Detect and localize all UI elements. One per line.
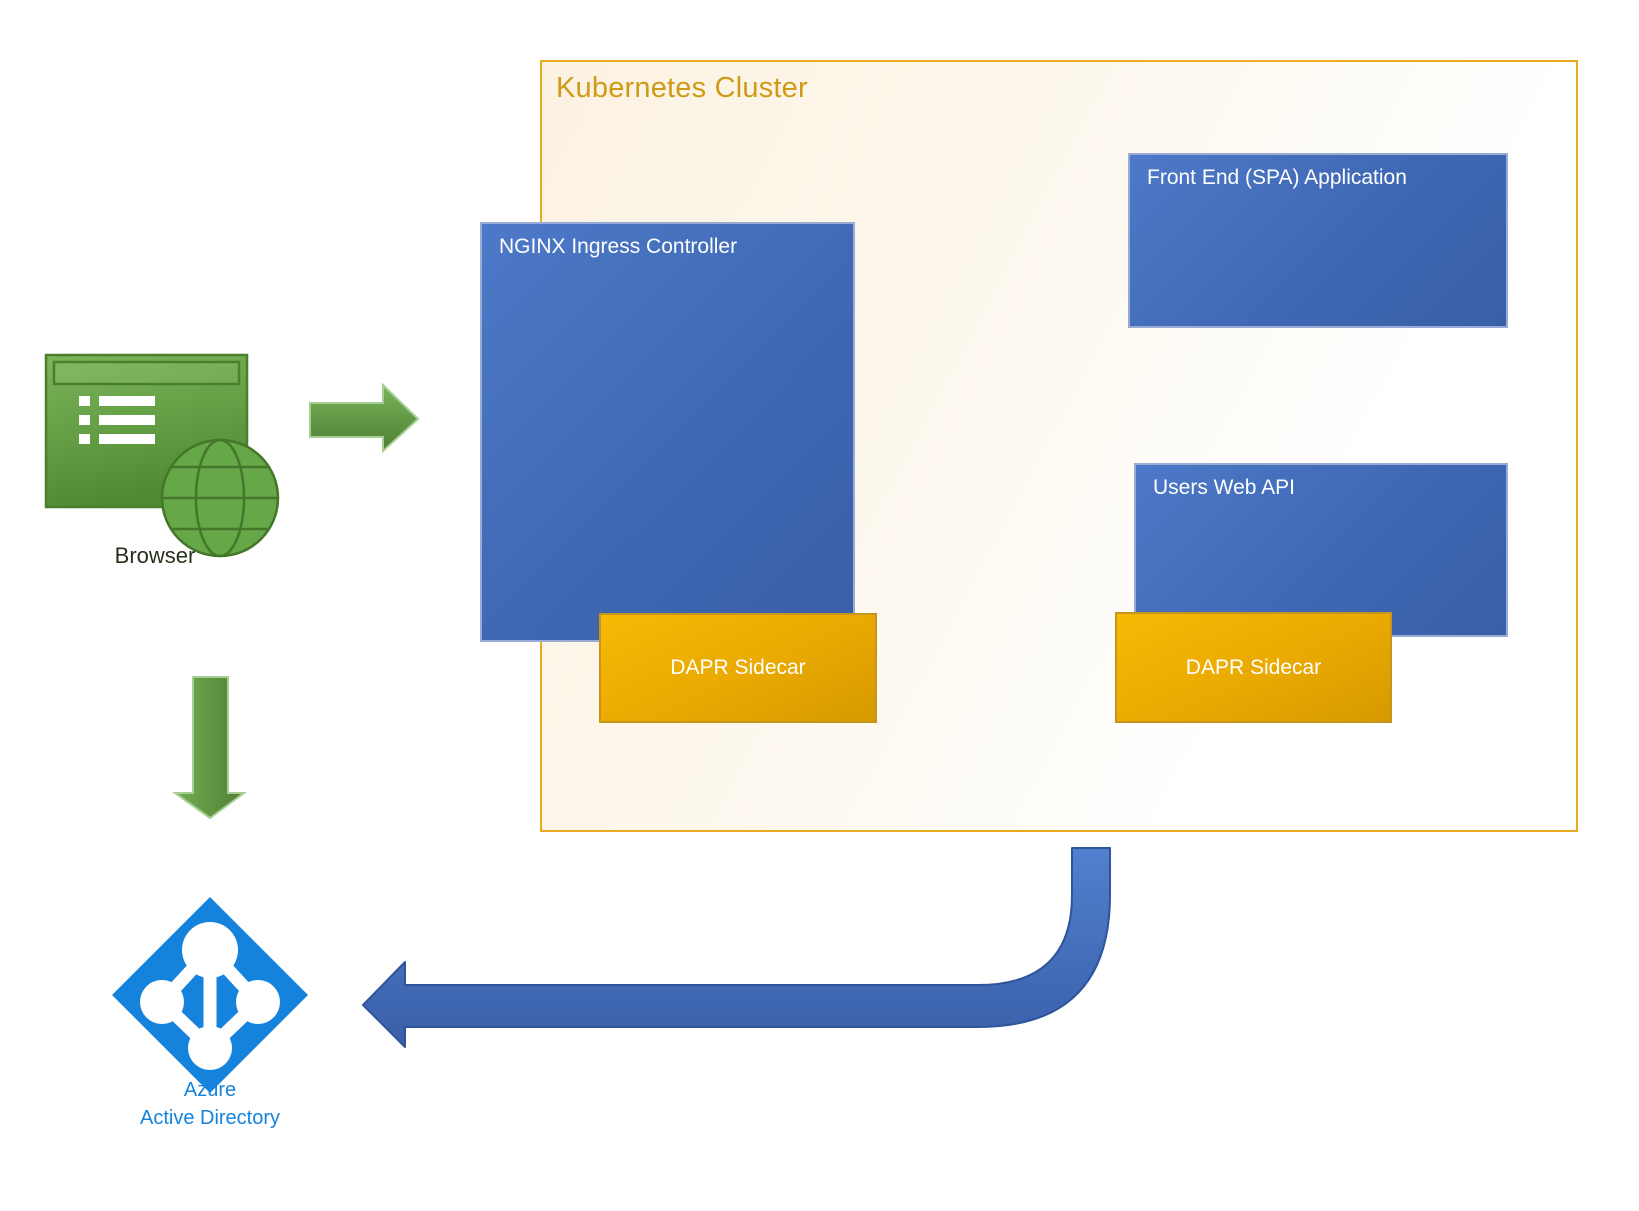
- dapr-sidecar-nginx-node: DAPR Sidecar: [599, 613, 877, 723]
- globe-icon: [160, 438, 280, 558]
- cluster-to-azure-ad-arrow: [362, 847, 1111, 1048]
- kubernetes-cluster-title: Kubernetes Cluster: [556, 72, 808, 104]
- frontend-spa-node: Front End (SPA) Application: [1128, 153, 1508, 328]
- azure-ad-label-line2: Active Directory: [139, 1107, 281, 1129]
- azure-ad-network-nodes: [140, 922, 280, 1070]
- browser-to-nginx-arrow: [309, 382, 420, 454]
- browser-icon: [44, 353, 280, 558]
- users-web-api-node: Users Web API: [1134, 463, 1508, 637]
- nginx-ingress-controller-node: NGINX Ingress Controller: [480, 222, 855, 642]
- dapr-sidecar-users-node: DAPR Sidecar: [1115, 612, 1392, 723]
- nginx-ingress-controller-label: NGINX Ingress Controller: [499, 235, 738, 258]
- frontend-spa-label: Front End (SPA) Application: [1147, 166, 1407, 189]
- browser-label: Browser: [114, 543, 196, 568]
- browser-to-azure-ad-arrow: [171, 676, 248, 820]
- dapr-sidecar-users-label: DAPR Sidecar: [1185, 655, 1322, 679]
- users-web-api-label: Users Web API: [1153, 476, 1295, 499]
- azure-active-directory-icon: [112, 897, 308, 1093]
- dapr-sidecar-nginx-label: DAPR Sidecar: [670, 656, 806, 679]
- browser-titlebar-shape: [52, 360, 241, 386]
- browser-list-lines: [79, 396, 155, 444]
